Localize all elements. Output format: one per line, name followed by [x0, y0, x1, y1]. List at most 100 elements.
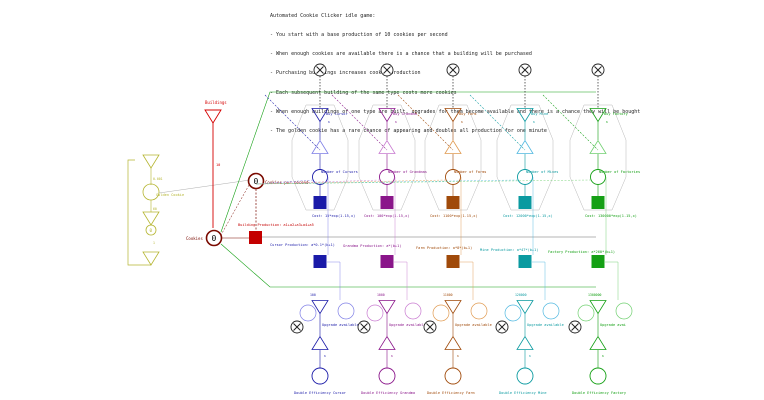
buy-label: Buy Mine — [531, 112, 548, 116]
golden-timer-value: 0 — [150, 228, 153, 233]
golden-bottom-transition[interactable] — [142, 251, 160, 266]
production-label: Mine Production: a*47*(b+1) — [480, 248, 538, 252]
upgrade-output-place[interactable] — [542, 302, 560, 320]
upgrade-weight: 6 — [457, 354, 459, 358]
cookies-label: Cookies — [186, 236, 203, 241]
cost-label: Cost: 1100*exp(1.15,x) — [430, 214, 478, 218]
core-section: Golden Cookie 0.001 60 0 1 Buildings 10 … — [127, 91, 596, 288]
upgrade-input-place[interactable] — [366, 304, 384, 322]
upgrade-available-transition[interactable] — [378, 300, 396, 315]
upgrade-buy-transition[interactable] — [516, 335, 534, 350]
golden-cookie-place[interactable] — [142, 183, 160, 201]
cost-transition[interactable] — [518, 196, 532, 209]
upgrade-buy-transition[interactable] — [589, 335, 607, 350]
cost-label: Cost: 15*exp(1.15,x) — [312, 214, 355, 218]
golden-timer-place[interactable] — [145, 224, 157, 236]
upgrade-available-transition[interactable] — [516, 300, 534, 315]
buy-label: Buy Farm — [459, 112, 476, 116]
upgrade-place[interactable] — [311, 367, 329, 385]
cookies-place[interactable] — [205, 229, 223, 247]
buildings-transition[interactable] — [204, 109, 222, 124]
upgrade-output-place[interactable] — [615, 302, 633, 320]
upgrade-available-transition[interactable] — [589, 300, 607, 315]
column-outline — [424, 104, 482, 211]
building-limit-place-mark — [521, 66, 529, 74]
upgrade-input-place[interactable] — [432, 304, 450, 322]
buy-transition[interactable] — [589, 108, 607, 123]
building-count-place[interactable] — [312, 169, 328, 185]
building-count-place[interactable] — [590, 169, 606, 185]
upgrade-buy-transition[interactable] — [444, 335, 462, 350]
buy-transition[interactable] — [311, 108, 329, 123]
upgrade-input-place[interactable] — [577, 304, 595, 322]
upgrade-label: Double Efficiency Mine — [499, 391, 547, 395]
building-count-place[interactable] — [379, 169, 395, 185]
cost-transition[interactable] — [446, 196, 460, 209]
upgrade-buy-transition[interactable] — [311, 335, 329, 350]
buy-transition[interactable] — [516, 108, 534, 123]
golden-top-transition[interactable] — [142, 154, 160, 169]
production-transition[interactable] — [591, 255, 605, 268]
cost-dashed-arc — [469, 94, 526, 151]
upgrade-place[interactable] — [516, 367, 534, 385]
production-label: Cursor Production: a*0.1*(b+1) — [270, 243, 335, 247]
count-to-cps-arc — [255, 179, 314, 185]
cost-transition[interactable] — [313, 196, 327, 209]
count-transition[interactable] — [516, 139, 534, 154]
golden-mid-transition[interactable] — [142, 211, 160, 226]
upgrade-label: Double Efficiency Grandma — [361, 391, 415, 395]
production-transition[interactable] — [518, 255, 532, 268]
column-outline — [291, 104, 349, 211]
upgrade-available-transition[interactable] — [444, 300, 462, 315]
building-limit-place-mark — [316, 66, 324, 74]
upgrade-buy-transition[interactable] — [378, 335, 396, 350]
column-outline — [569, 104, 627, 211]
golden-prob-label: 0.001 — [153, 177, 163, 181]
upgrade-output-place[interactable] — [404, 302, 422, 320]
golden-cookie-label: Golden Cookie — [156, 193, 184, 197]
count-transition[interactable] — [311, 139, 329, 154]
count-transition[interactable] — [378, 139, 396, 154]
production-transition[interactable] — [313, 255, 327, 268]
buy-label: Buy Grandma — [393, 112, 417, 116]
building-count-place[interactable] — [517, 169, 533, 185]
upgrade-place[interactable] — [444, 367, 462, 385]
building-count-label: Number of Cursors — [321, 170, 358, 174]
building-limit-place-mark — [594, 66, 602, 74]
description-line: - When enough cookies are available ther… — [270, 51, 532, 58]
upgrade-place[interactable] — [589, 367, 607, 385]
upgrade-place[interactable] — [378, 367, 396, 385]
upgrade-input-place[interactable] — [299, 304, 317, 322]
production-transition[interactable] — [380, 255, 394, 268]
count-to-cps-arc — [255, 179, 447, 185]
upgrade-available-transition[interactable] — [311, 300, 329, 315]
cost-transition[interactable] — [591, 196, 605, 209]
buy-transition[interactable] — [444, 108, 462, 123]
production-transition[interactable] — [446, 255, 460, 268]
cost-transition[interactable] — [380, 196, 394, 209]
count-transition[interactable] — [444, 139, 462, 154]
building-limit-place-mark — [449, 66, 457, 74]
building-production-transition[interactable] — [249, 231, 262, 244]
cost-label: Cost: 130000*exp(1.15,x) — [585, 214, 637, 218]
upgrade-threshold: 120000 — [515, 293, 527, 297]
buy-transition[interactable] — [378, 108, 396, 123]
cost-dashed-arc — [331, 94, 388, 151]
building-count-label: Number of Grandmas — [388, 170, 427, 174]
cookies-to-upgrade-arc — [220, 243, 596, 288]
description-title: Automated Cookie Clicker idle game: — [270, 12, 376, 19]
upgrade-label: Double Efficiency Cursor — [294, 391, 347, 395]
upgrade-output-place[interactable] — [470, 302, 488, 320]
count-transition[interactable] — [589, 139, 607, 154]
cps-place[interactable] — [247, 172, 265, 190]
buy-weight: 6 — [533, 120, 535, 124]
building-production-label: Building Production: a1+a2+a3+a4+a5 — [238, 223, 314, 227]
upgrade-available-label: Upgrade avai — [600, 323, 626, 327]
upgrade-output-place[interactable] — [337, 302, 355, 320]
upgrade-input-place[interactable] — [504, 304, 522, 322]
cost-dashed-arc — [264, 94, 321, 151]
cps-value: 0 — [254, 177, 259, 186]
cookies-to-buy-arc — [220, 91, 596, 233]
building-count-label: Number of Farms — [454, 170, 486, 174]
